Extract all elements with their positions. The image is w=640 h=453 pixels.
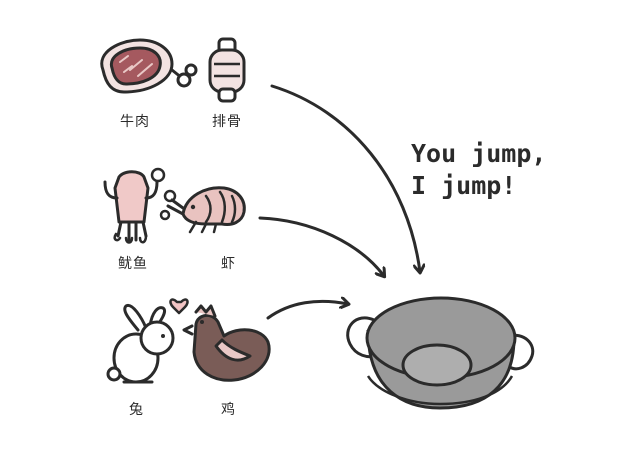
label-ribs: 排骨 [212, 114, 242, 130]
wok-icon [346, 296, 535, 410]
chicken-icon [182, 304, 271, 382]
arrow-seafood-to-wok [258, 216, 384, 276]
bubble-icon [150, 167, 177, 221]
label-chicken: 鸡 [221, 402, 236, 418]
arrow-meat-to-wok [270, 84, 420, 272]
rabbit-icon [106, 303, 175, 384]
label-rabbit: 兔 [129, 402, 144, 418]
label-squid: 鱿鱼 [118, 256, 148, 272]
label-shrimp: 虾 [221, 256, 236, 272]
slogan: You jump, I jump! [411, 138, 546, 202]
arrow-poultry-to-wok [266, 301, 348, 320]
shrimp-icon [166, 186, 246, 234]
label-beef: 牛肉 [120, 114, 150, 130]
heart-icon [169, 298, 189, 315]
bone-icon [208, 37, 246, 103]
slogan-line-1: You jump, [411, 139, 547, 168]
steak-icon [100, 38, 198, 94]
slogan-line-2: I jump! [411, 171, 517, 200]
squid-icon [103, 170, 159, 244]
